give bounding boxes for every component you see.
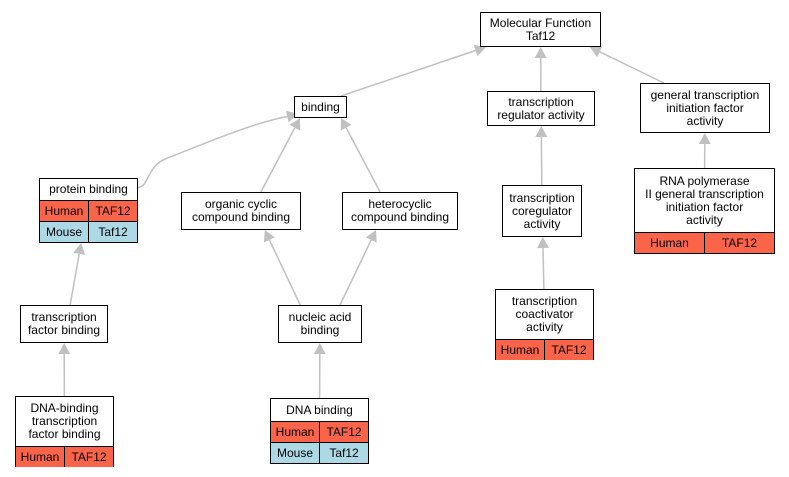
node-molecular-function[interactable]: Molecular Function Taf12 [480,12,601,47]
node-label: RNA polymerase [659,173,750,188]
node-label: DNA binding [286,402,353,417]
species-cell: Human [44,204,84,218]
node-label: activity [686,212,723,227]
edge-gtifa-to-mf [599,51,665,84]
node-label: compound binding [350,210,450,224]
edge-binding-to-mf [340,49,476,97]
node-dna-binding[interactable]: DNA binding Human TAF12 Mouse Taf12 [270,398,369,464]
node-binding[interactable]: binding [294,96,347,118]
arrowhead [536,237,549,249]
annotation-row-mouse: Mouse Taf12 [271,442,368,463]
node-label: activity [526,320,563,334]
node-label: Molecular Function [489,15,592,30]
node-label: DNA-binding [30,401,99,415]
arrowhead [289,118,301,131]
node-transcription-coactivator-activity[interactable]: transcription coactivator activity Human… [495,289,594,360]
node-label: regulator activity [497,107,585,122]
annotation-row-mouse: Mouse Taf12 [40,221,137,242]
node-label: transcription [509,190,575,205]
edge-hcb-to-binding [345,127,381,193]
annotation-row-human: Human TAF12 [635,232,774,253]
node-label: initiation factor [665,199,744,214]
edge-protein_binding-to-binding [137,115,291,189]
arrowhead [534,47,547,59]
gene-cell: TAF12 [704,233,774,253]
node-label: coregulator [511,203,573,218]
node-label: organic cyclic [204,197,278,211]
node-transcription-factor-binding[interactable]: transcription factor binding [20,305,108,343]
node-label: factor binding [27,323,101,337]
node-nucleic-acid-binding[interactable]: nucleic acid binding [278,305,362,343]
species-cell: Mouse [45,225,83,239]
species-cell: Human [20,450,60,464]
gene-cell: TAF12 [544,340,593,360]
node-transcription-coregulator-activity[interactable]: transcription coregulator activity [502,185,582,237]
node-label: transcription [31,414,98,428]
edge-occb-to-binding [260,127,296,193]
node-label: binding [300,323,340,337]
node-general-transcription-initiation-factor-activity[interactable]: general transcription initiation factor … [640,83,770,133]
node-label: transcription [508,94,574,109]
node-heterocyclic-compound-binding[interactable]: heterocyclic compound binding [342,192,458,230]
node-label: protein binding [49,182,128,196]
arrowhead [473,44,486,57]
annotation-row-human: Human TAF12 [40,200,137,221]
annotation-row-human: Human TAF12 [16,446,113,467]
arrowhead [698,133,711,145]
arrowhead [340,118,352,131]
gene-cell: TAF12 [319,422,368,442]
node-transcription-regulator-activity[interactable]: transcription regulator activity [487,91,595,126]
edge-tcoact-to-tcoreg [542,247,545,290]
arrowhead [589,46,603,58]
node-rna-polymerase-ii-general-transcription-initiation-factor-activity[interactable]: RNA polymerase II general transcription … [634,168,775,254]
node-label: transcription [31,310,97,324]
annotation-row-human: Human TAF12 [271,421,368,442]
node-label: coactivator [515,307,574,321]
gene-cell: Taf12 [88,222,137,242]
node-label: Taf12 [525,28,556,43]
node-protein-binding[interactable]: protein binding Human TAF12 Mouse Taf12 [39,178,138,243]
node-label: compound binding [191,210,291,224]
gene-cell: TAF12 [64,447,113,467]
node-label: heterocyclic [368,197,432,211]
node-label: transcription [511,294,578,308]
species-cell: Human [275,425,315,439]
species-cell: Human [500,343,540,357]
arrowhead [313,343,326,355]
node-organic-cyclic-compound-binding[interactable]: organic cyclic compound binding [181,192,301,230]
arrowhead [58,343,71,355]
node-label: activity [686,113,724,128]
node-label: factor binding [28,427,101,441]
arrowhead [263,230,275,243]
arrowhead [73,243,86,255]
node-label: activity [523,216,561,231]
node-label: initiation factor [666,100,744,115]
species-cell: Mouse [276,446,314,460]
arrowhead [365,230,377,243]
node-label: nucleic acid [288,310,352,324]
node-label: binding [301,99,340,114]
gene-cell: Taf12 [319,443,368,463]
edge-nab-to-occb [268,239,301,306]
node-label: general transcription [650,87,760,102]
edge-tfb-to-protein_binding [69,253,80,306]
gene-cell: TAF12 [88,201,137,221]
species-cell: Human [650,236,689,250]
arrowhead [535,126,548,138]
node-label: II general transcription [645,186,764,201]
edge-nab-to-hcb [339,239,372,306]
annotation-row-human: Human TAF12 [496,339,593,360]
node-dna-binding-transcription-factor-binding[interactable]: DNA-binding transcription factor binding… [15,396,114,467]
